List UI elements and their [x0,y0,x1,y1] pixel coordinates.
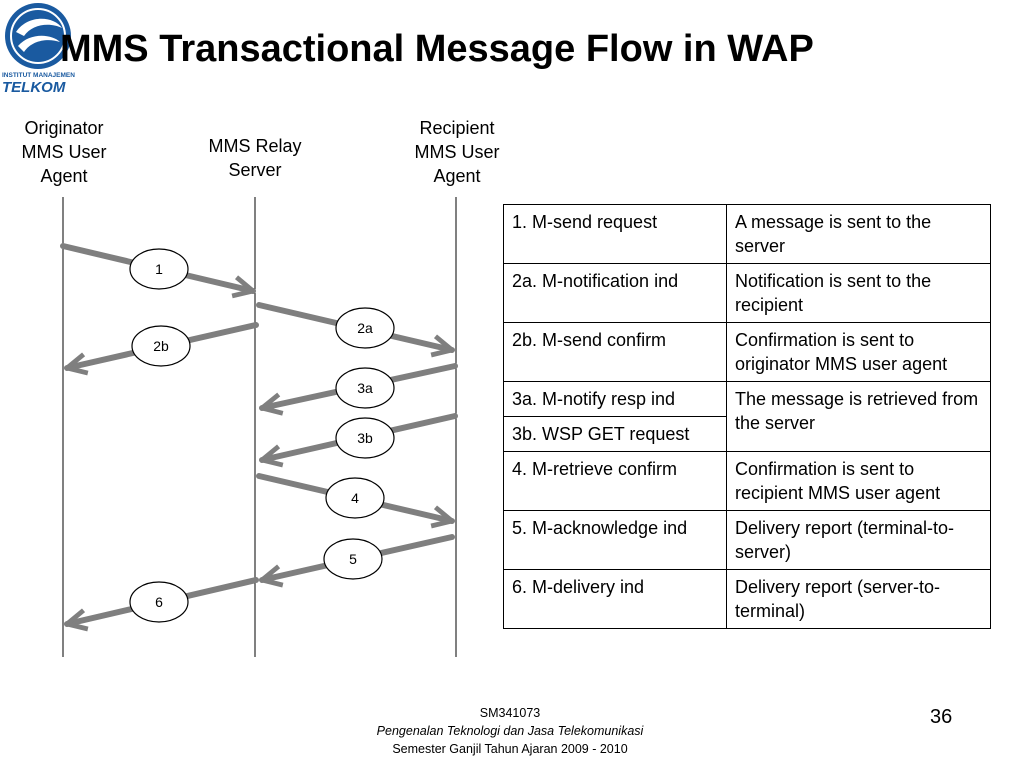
table-row: 2a. M-notification ind Notification is s… [503,263,991,323]
lane-label-relay: MMS Relay Server [208,136,302,180]
table-row: 2b. M-send confirm Confirmation is sent … [503,322,991,382]
step-name: 6. M-delivery ind [503,569,727,629]
table-row: 1. M-send request A message is sent to t… [503,204,991,264]
step-name: 3b. WSP GET request [503,416,727,452]
step-badge-label: 2a [357,320,373,336]
step-badge-label: 1 [155,261,163,277]
table-row: 5. M-acknowledge ind Delivery report (te… [503,510,991,570]
telkom-logo-icon [5,3,71,69]
step-description: Confirmation is sent to originator MMS u… [726,322,991,382]
step-table: 1. M-send request A message is sent to t… [503,204,991,629]
table-row: 3b. WSP GET request [503,416,991,452]
step-name: 2a. M-notification ind [503,263,727,323]
logo-name: TELKOM [2,79,66,96]
step-badge-label: 6 [155,594,163,610]
step-badge-label: 3a [357,380,373,396]
step-badge-2a: 2a [335,307,395,349]
step-badge-5: 5 [323,538,383,580]
step-badge-label: 2b [153,338,169,354]
footer-course-code: SM341073 [479,706,541,720]
table-row: 6. M-delivery ind Delivery report (serve… [503,569,991,629]
step-badge-1: 1 [129,248,189,290]
step-badge-6: 6 [129,581,189,623]
table-row: 4. M-retrieve confirm Confirmation is se… [503,451,991,511]
page-title: MMS Transactional Message Flow in WAP [60,28,814,70]
table-row: 3a. M-notify resp ind The message is ret… [503,381,991,452]
sequence-diagram: 1 2a 2b 3a 3b 4 5 6 [60,197,458,657]
step-description: Delivery report (terminal-to-server) [726,510,991,570]
step-badge-2b: 2b [131,325,191,367]
logo-subtitle: INSTITUT MANAJEMEN [2,72,75,79]
step-name: 4. M-retrieve confirm [503,451,727,511]
step-badge-3b: 3b [335,417,395,459]
step-name: 3a. M-notify resp ind [503,381,727,417]
step-badge-4: 4 [325,477,385,519]
step-description: The message is retrieved from the server [726,381,991,452]
lane-label-recipient: Recipient MMS User Agent [414,118,500,186]
step-badge-label: 4 [351,490,359,506]
step-badge-label: 5 [349,551,357,567]
footer: SM341073 Pengenalan Teknologi dan Jasa T… [300,704,720,758]
step-description: Notification is sent to the recipient [726,263,991,323]
step-name: 1. M-send request [503,204,727,264]
footer-course-name: Pengenalan Teknologi dan Jasa Telekomuni… [376,724,644,738]
step-description: A message is sent to the server [726,204,991,264]
step-badge-label: 3b [357,430,373,446]
page-number: 36 [930,706,953,728]
step-badge-3a: 3a [335,367,395,409]
footer-semester: Semester Ganjil Tahun Ajaran 2009 - 2010 [392,742,628,756]
step-description: Confirmation is sent to recipient MMS us… [726,451,991,511]
lane-label-originator: Originator MMS User Agent [21,118,107,186]
step-name: 5. M-acknowledge ind [503,510,727,570]
step-description: Delivery report (server-to-terminal) [726,569,991,629]
step-name: 2b. M-send confirm [503,322,727,382]
